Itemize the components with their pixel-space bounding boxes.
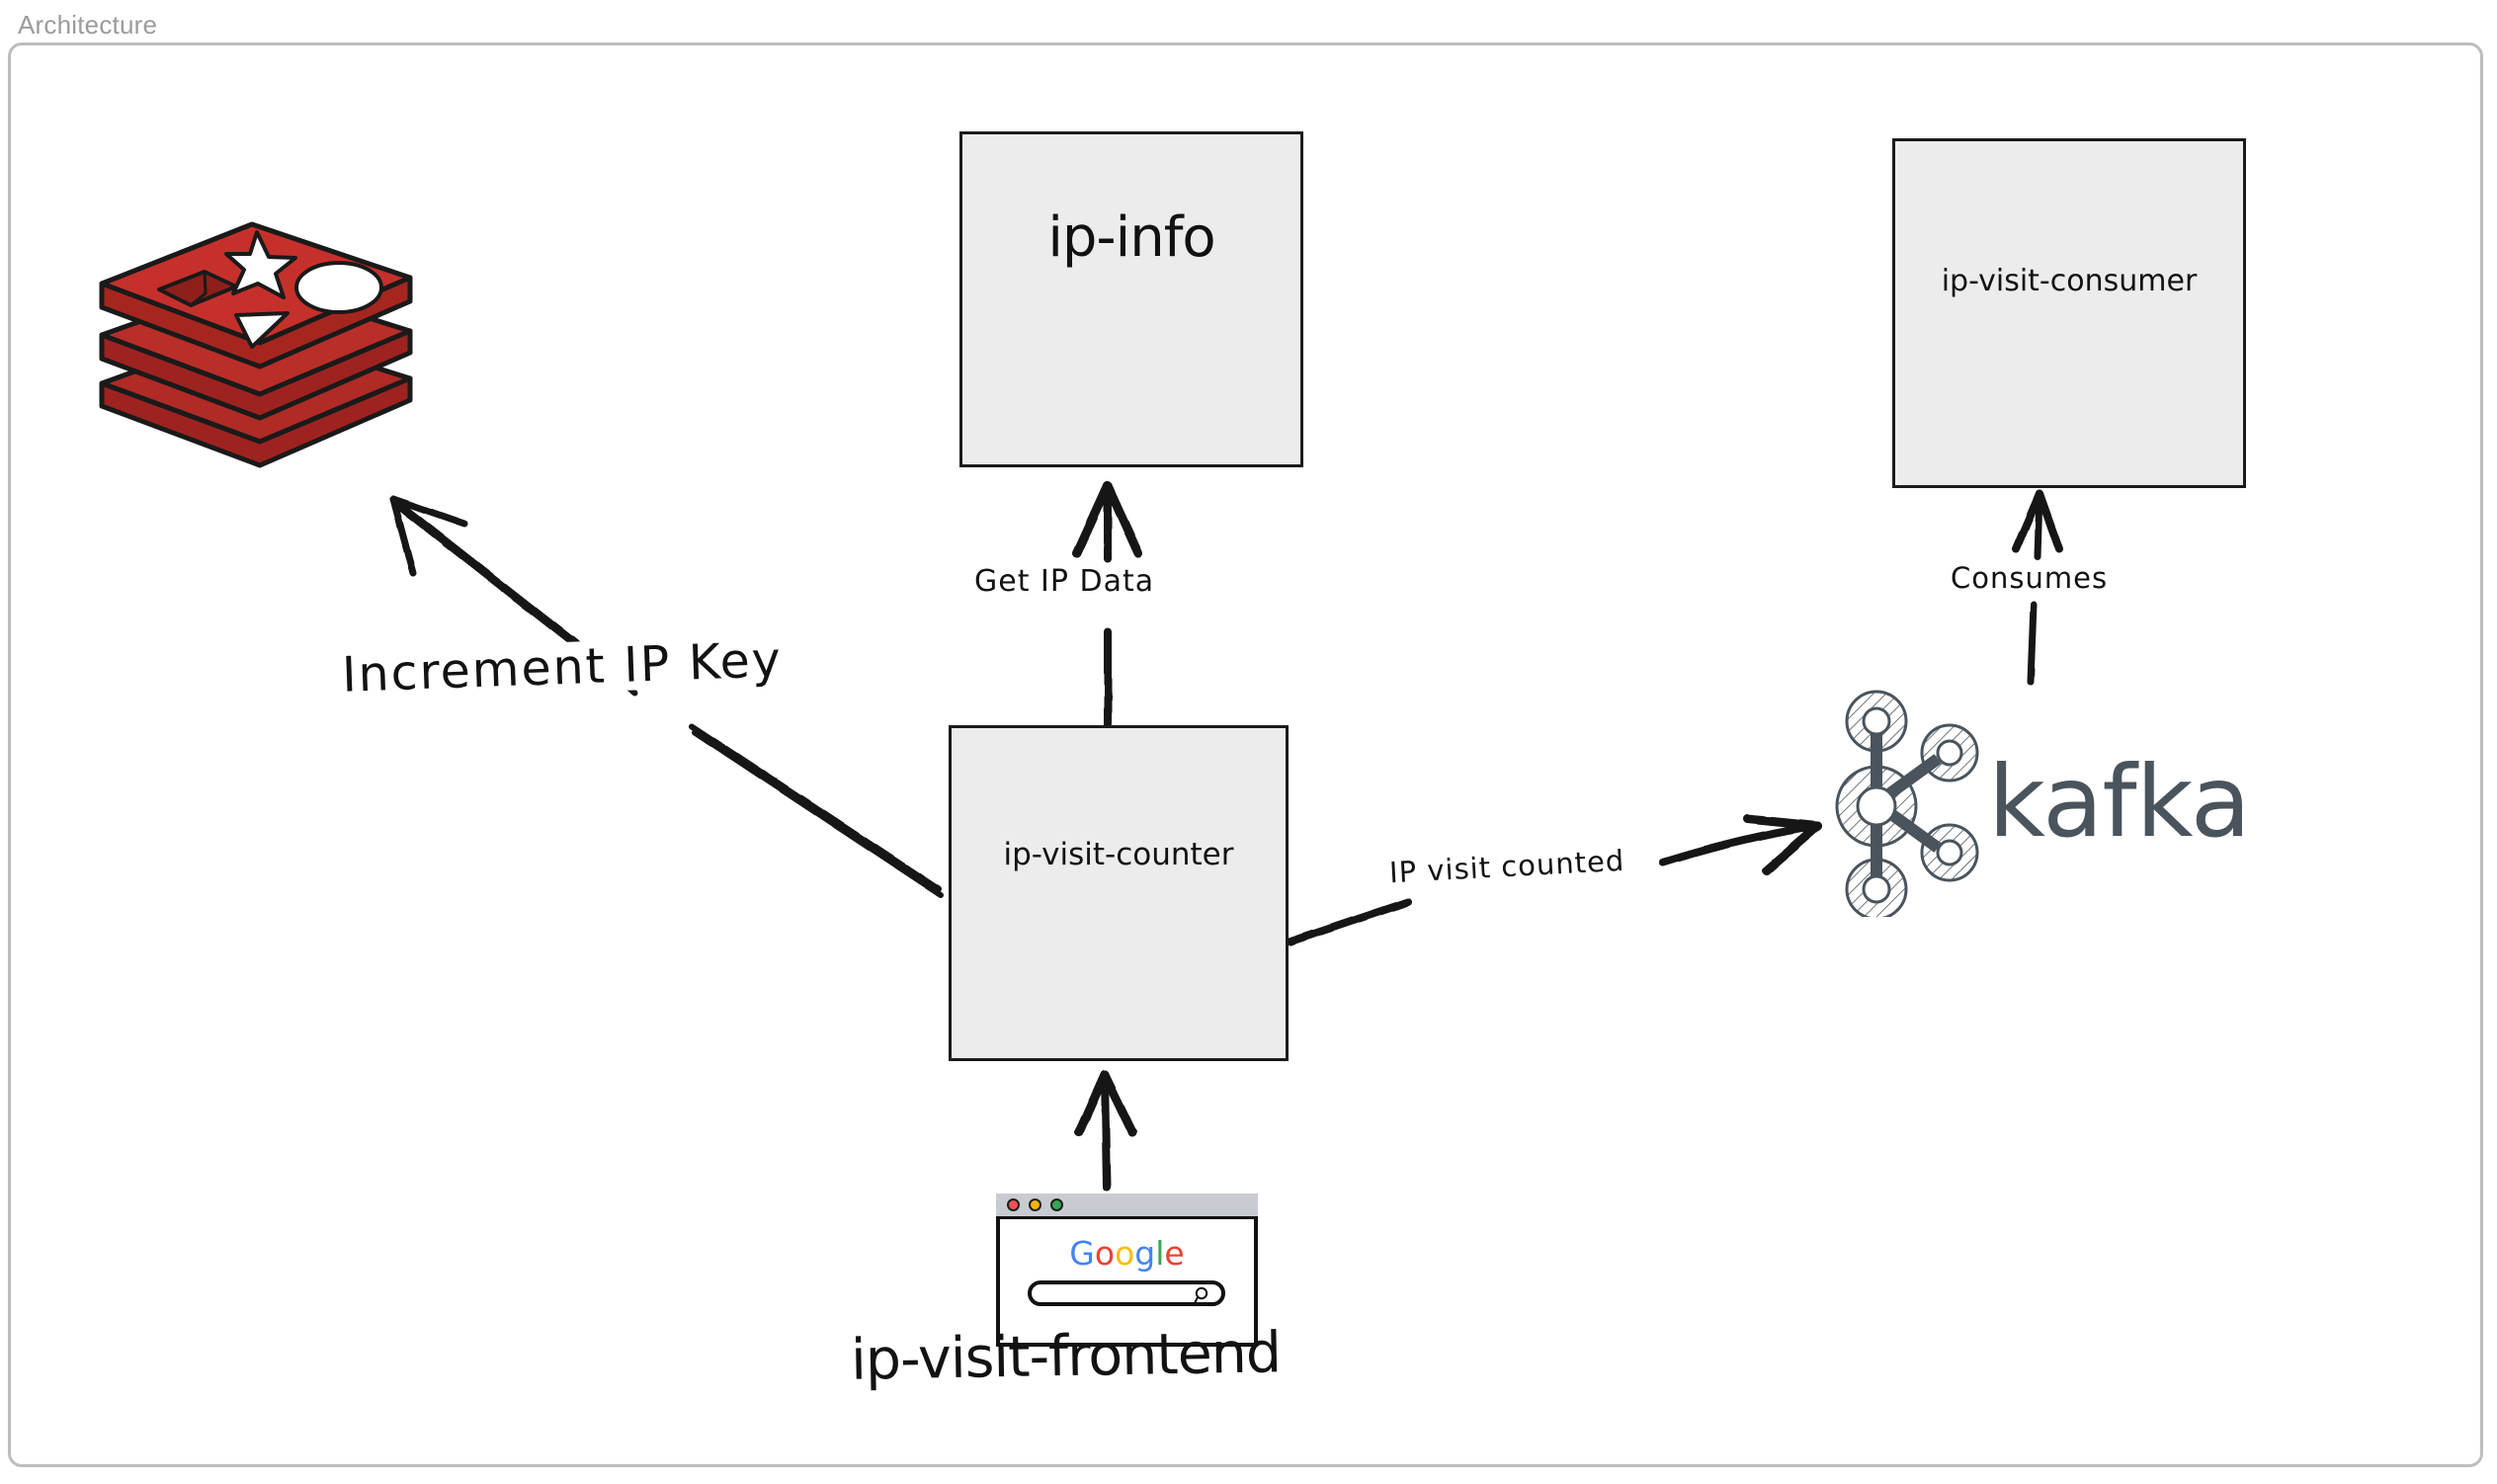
- node-ip-info[interactable]: ip-info: [959, 131, 1303, 467]
- page-title: Architecture: [18, 10, 158, 40]
- magnifier-icon: [1194, 1286, 1208, 1305]
- google-letter-g2: g: [1134, 1234, 1156, 1273]
- google-search-input[interactable]: [1028, 1280, 1225, 1306]
- browser-titlebar: [996, 1194, 1258, 1219]
- node-ip-visit-counter[interactable]: ip-visit-counter: [949, 725, 1289, 1061]
- google-wordmark: Google: [996, 1237, 1258, 1270]
- minimize-dot-icon[interactable]: [1029, 1198, 1041, 1211]
- edge-label-consumes: Consumes: [1945, 563, 2115, 593]
- caption-ip-visit-frontend: ip-visit-frontend: [850, 1320, 1282, 1393]
- kafka-logo-mark: [1811, 680, 2345, 921]
- close-dot-icon[interactable]: [1007, 1198, 1020, 1211]
- redis-logo: [94, 203, 420, 469]
- ip-visit-frontend-browser-mockup[interactable]: Google: [996, 1194, 1258, 1347]
- google-letter-e: e: [1164, 1234, 1185, 1273]
- kafka-wordmark: kafka: [1988, 744, 2251, 860]
- google-letter-o1: o: [1094, 1234, 1116, 1273]
- node-ip-visit-consumer[interactable]: ip-visit-consumer: [1892, 138, 2246, 488]
- edge-label-get-ip-data: Get IP Data: [968, 566, 1161, 598]
- google-letter-o2: o: [1115, 1234, 1135, 1273]
- google-letter-l: l: [1155, 1234, 1165, 1273]
- maximize-dot-icon[interactable]: [1050, 1198, 1063, 1211]
- google-letter-g1: G: [1069, 1234, 1095, 1273]
- node-ip-visit-counter-label: ip-visit-counter: [1003, 837, 1234, 872]
- node-ip-visit-consumer-label: ip-visit-consumer: [1941, 264, 2198, 298]
- node-ip-info-label: ip-info: [1047, 206, 1215, 270]
